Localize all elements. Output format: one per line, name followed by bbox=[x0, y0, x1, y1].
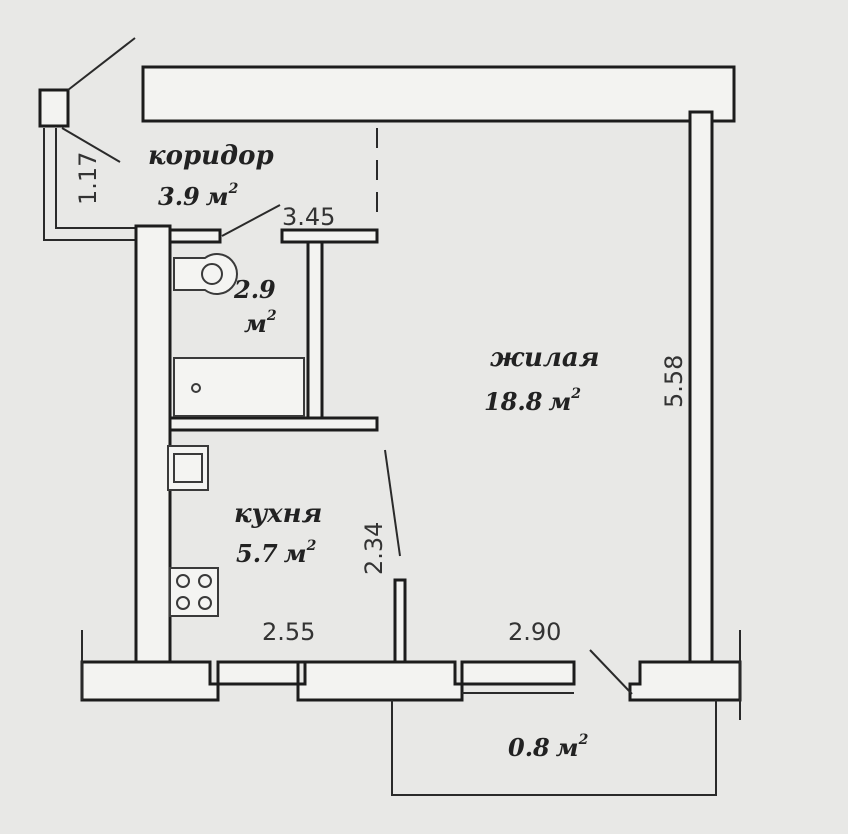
window-sill bbox=[460, 660, 576, 686]
dim-living-width: 2.90 bbox=[508, 618, 561, 646]
kitchen-partition bbox=[393, 578, 407, 664]
bathtub-drain bbox=[191, 383, 201, 393]
corridor-outline bbox=[43, 128, 135, 241]
door-swing bbox=[221, 204, 281, 237]
corridor-outline bbox=[55, 128, 135, 229]
bottom-wall bbox=[80, 660, 220, 702]
living-name: жилая bbox=[490, 343, 599, 373]
balcony-outline bbox=[391, 700, 717, 796]
stove-burner bbox=[198, 574, 212, 588]
bottom-wall bbox=[628, 660, 742, 702]
stove-icon bbox=[169, 567, 219, 617]
kitchen-door-swing bbox=[384, 449, 401, 557]
sink-basin bbox=[173, 453, 203, 483]
stove-burner bbox=[198, 596, 212, 610]
bathroom-bottom-wall bbox=[168, 416, 379, 432]
toilet-bowl bbox=[201, 263, 223, 285]
stove-burner bbox=[176, 596, 190, 610]
window-sill bbox=[216, 660, 300, 686]
left-wall bbox=[134, 224, 172, 664]
leader-line bbox=[61, 127, 121, 163]
top-wall bbox=[141, 65, 736, 123]
leader-line bbox=[67, 37, 136, 91]
kitchen-name: кухня bbox=[234, 499, 322, 529]
bathroom-side-wall bbox=[306, 240, 324, 420]
dim-kitchen-width: 2.55 bbox=[262, 618, 315, 646]
bathroom-area: 2.9 bbox=[233, 275, 276, 304]
bathroom-top-wall bbox=[168, 228, 222, 244]
stove-burner bbox=[176, 574, 190, 588]
ventilation-shaft bbox=[38, 88, 70, 128]
right-wall bbox=[688, 110, 714, 670]
bathroom-top-wall bbox=[280, 228, 379, 244]
dim-kitchen-height: 2.34 bbox=[360, 522, 388, 575]
dim-living-height: 5.58 bbox=[660, 355, 688, 408]
balcony-door-swing bbox=[589, 649, 633, 695]
bathroom-unit: м2 bbox=[244, 308, 277, 338]
bottom-wall bbox=[296, 660, 464, 702]
dim-corridor-height: 1.17 bbox=[74, 152, 102, 205]
dim-corridor-width: 3.45 bbox=[282, 203, 335, 231]
corridor-name: коридор bbox=[148, 141, 274, 171]
